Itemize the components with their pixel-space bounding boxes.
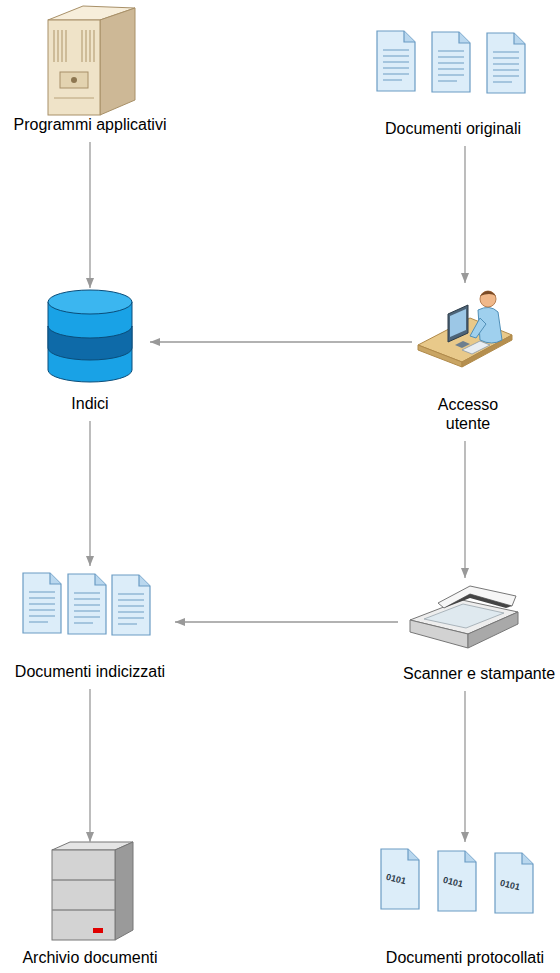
node-label: Documenti protocollati (370, 948, 560, 967)
icon-node: Indici (30, 288, 150, 421)
node-label: Accesso utente (428, 395, 508, 433)
archive-server-icon (52, 842, 133, 940)
document-stack-icon (377, 31, 525, 93)
icon-node: Accesso utente (412, 283, 524, 441)
icon-node: Documenti originali (363, 28, 543, 146)
node-label: Documenti originali (363, 119, 543, 138)
document-stack-icon (381, 849, 533, 913)
node-label: Programmi applicativi (0, 115, 180, 134)
database-icon (48, 290, 132, 382)
application-server-icon (48, 6, 135, 115)
document-stack-icon (23, 573, 150, 635)
node-label: Scanner e stampante (398, 664, 560, 683)
flow-arrow (150, 341, 412, 342)
icon-node: Documenti protocollati (370, 842, 560, 973)
flow-arrow (464, 691, 465, 842)
node-label: Indici (30, 394, 150, 413)
icon-node: Documenti indicizzati (5, 566, 175, 689)
node-label: Documenti indicizzati (5, 662, 175, 681)
flow-arrow (89, 689, 90, 842)
node-label: Archivio documenti (10, 948, 170, 967)
user-workstation-icon (418, 291, 512, 367)
icon-node: Programmi applicativi (0, 0, 180, 142)
flow-arrow (89, 142, 90, 288)
flow-arrow (464, 146, 465, 283)
icon-node: Scanner e stampante (398, 578, 560, 691)
flow-arrow (175, 621, 398, 622)
scanner-icon (410, 586, 518, 648)
flow-arrow (464, 441, 465, 578)
flow-arrow (89, 421, 90, 566)
icon-node: Archivio documenti (10, 842, 170, 973)
